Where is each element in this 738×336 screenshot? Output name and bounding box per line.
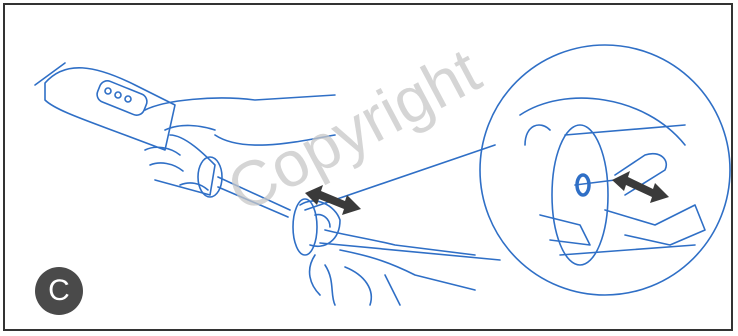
double-arrow-icon xyxy=(612,171,669,203)
blender-cleaning-illustration xyxy=(5,5,735,333)
step-label-badge: C xyxy=(35,267,83,315)
hand-with-cloth-icon xyxy=(310,230,475,305)
magnifier-circle-icon xyxy=(480,45,730,295)
instruction-panel: Copyright C xyxy=(3,3,733,331)
blade-guard-icon xyxy=(293,199,340,255)
